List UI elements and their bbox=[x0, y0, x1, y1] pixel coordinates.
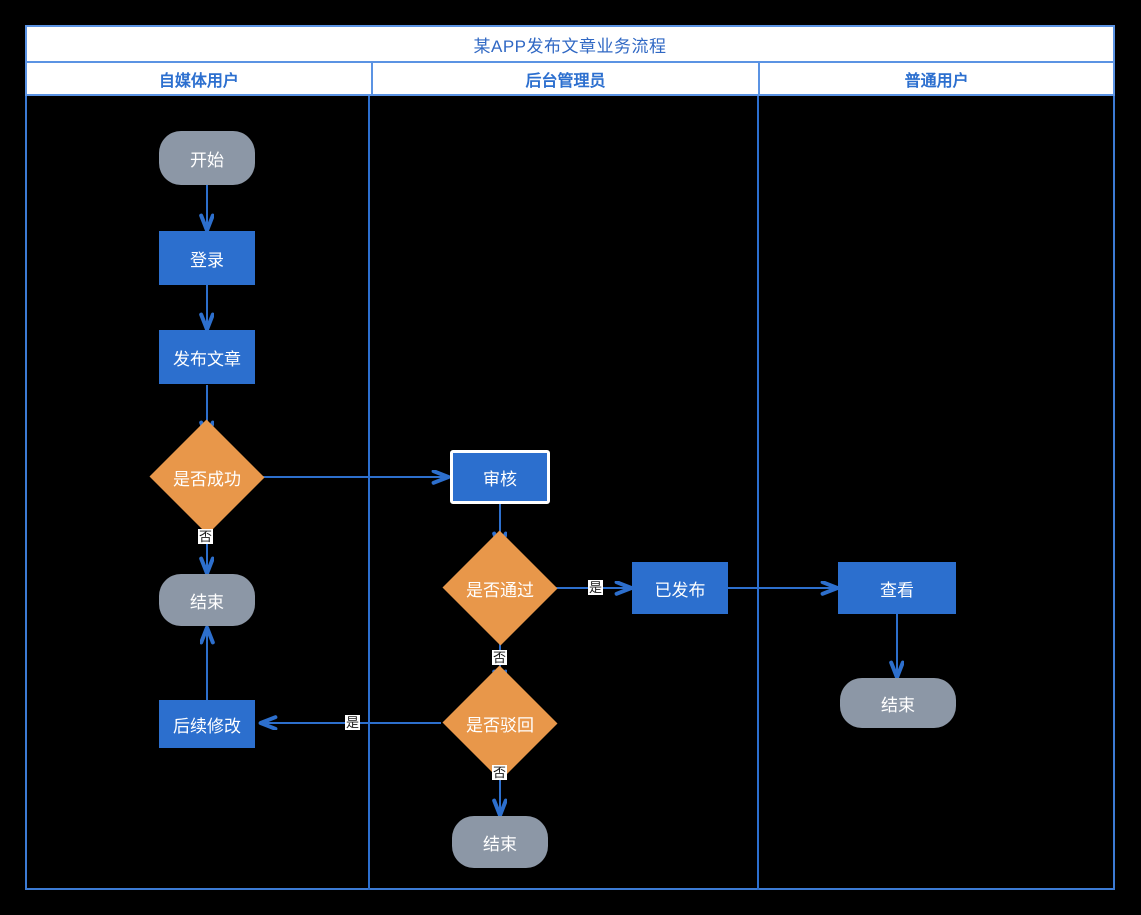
node-is-success[interactable]: 是否成功 bbox=[149, 419, 265, 535]
node-login[interactable]: 登录 bbox=[159, 231, 255, 285]
node-label: 结束 bbox=[190, 592, 224, 612]
node-published[interactable]: 已发布 bbox=[632, 562, 728, 614]
lane-header-normal-user: 普通用户 bbox=[758, 63, 1113, 94]
node-is-approved[interactable]: 是否通过 bbox=[442, 530, 558, 646]
edge-label-rejected-no: 否 bbox=[492, 765, 508, 780]
node-label: 查看 bbox=[880, 580, 914, 600]
node-end-normal-user[interactable]: 结束 bbox=[840, 678, 956, 728]
node-label: 已发布 bbox=[654, 580, 706, 600]
node-label: 是否通过 bbox=[466, 580, 534, 600]
node-label: 是否成功 bbox=[173, 469, 241, 489]
edge-label-approved-yes: 是 bbox=[588, 580, 604, 595]
node-label: 是否驳回 bbox=[466, 715, 534, 735]
node-end-admin[interactable]: 结束 bbox=[452, 816, 548, 868]
node-label: 结束 bbox=[881, 695, 915, 715]
lane-header-row: 自媒体用户 后台管理员 普通用户 bbox=[25, 63, 1115, 96]
lane-divider-2 bbox=[757, 96, 759, 890]
page-title: 某APP发布文章业务流程 bbox=[473, 36, 667, 56]
node-is-rejected[interactable]: 是否驳回 bbox=[442, 665, 558, 781]
lane-header-label: 后台管理员 bbox=[525, 72, 606, 90]
edge-label-approved-no: 否 bbox=[492, 650, 508, 665]
edge-label-rejected-yes: 是 bbox=[345, 715, 361, 730]
node-view[interactable]: 查看 bbox=[838, 562, 956, 614]
node-publish-article[interactable]: 发布文章 bbox=[159, 330, 255, 384]
node-label: 审核 bbox=[483, 469, 517, 489]
node-label: 开始 bbox=[190, 150, 224, 170]
lane-header-admin: 后台管理员 bbox=[370, 63, 759, 94]
edge-label-success-no: 否 bbox=[198, 529, 214, 544]
node-revise[interactable]: 后续修改 bbox=[159, 700, 255, 748]
lane-header-label: 自媒体用户 bbox=[158, 72, 239, 90]
diagram-title-bar: 某APP发布文章业务流程 bbox=[25, 25, 1115, 63]
node-label: 登录 bbox=[190, 250, 224, 270]
lane-divider-1 bbox=[368, 96, 370, 890]
node-start[interactable]: 开始 bbox=[159, 131, 255, 185]
lane-header-label: 普通用户 bbox=[904, 72, 969, 90]
node-label: 发布文章 bbox=[173, 349, 241, 369]
node-end-self-media[interactable]: 结束 bbox=[159, 574, 255, 626]
node-label: 后续修改 bbox=[173, 716, 241, 736]
lane-header-self-media: 自媒体用户 bbox=[27, 63, 371, 94]
node-review[interactable]: 审核 bbox=[450, 450, 550, 504]
node-label: 结束 bbox=[483, 834, 517, 854]
